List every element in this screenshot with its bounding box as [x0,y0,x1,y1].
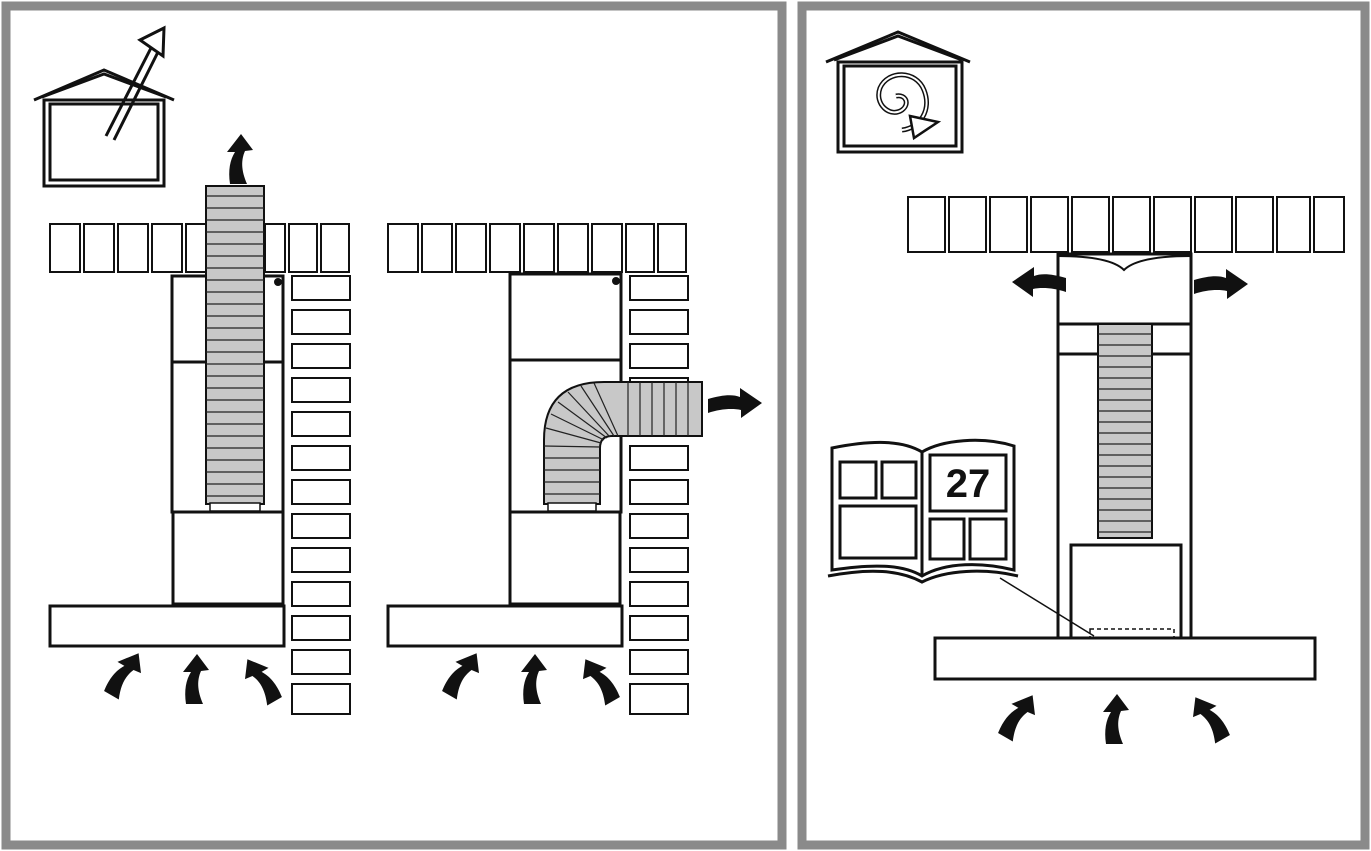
hood-canopy [386,604,624,648]
motor-box [1069,543,1183,640]
motor-box [508,510,622,606]
recirculation-panel: 27 [797,1,1370,850]
booklet-leader-line [999,577,1095,637]
vertical-duct-variant [48,134,351,715]
ceiling-bricks [387,223,687,273]
wall-bricks [291,275,351,715]
ceiling-bricks [49,223,350,273]
hood-canopy [48,604,286,648]
hood-canopy [933,636,1317,681]
elbow-flexible-duct [543,381,703,512]
booklet-page-number: 27 [946,462,991,506]
vertical-flexible-duct [205,185,265,512]
house-with-outward-arrow-icon [33,25,175,188]
ducted-panel [1,1,787,850]
house-with-circulating-arrow-icon [825,30,971,154]
vertical-flexible-duct [1097,323,1153,539]
motor-box [171,510,285,606]
wall-duct-variant [386,223,762,715]
instruction-booklet-icon: 27 [827,438,1019,584]
ceiling-bricks [907,196,1345,253]
